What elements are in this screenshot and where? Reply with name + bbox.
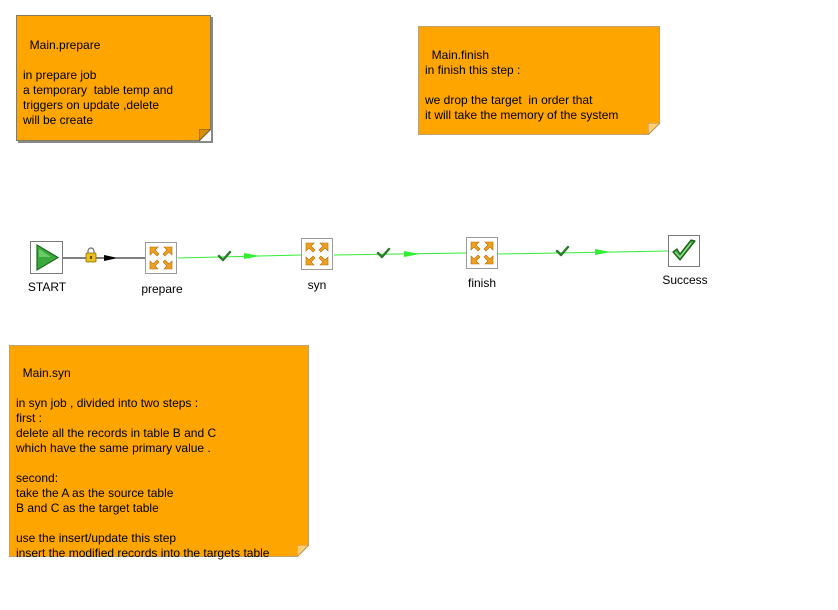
note-main-prepare-text: Main.prepare in prepare job a temporary …: [23, 38, 174, 127]
hop-start-prepare[interactable]: [62, 247, 146, 263]
hop-syn-finish[interactable]: [333, 247, 467, 259]
node-prepare[interactable]: [145, 242, 177, 274]
note-fold-corner: [199, 129, 211, 141]
note-main-prepare[interactable]: Main.prepare in prepare job a temporary …: [16, 15, 211, 141]
node-prepare-label: prepare: [141, 282, 183, 296]
node-syn-label: syn: [307, 278, 327, 292]
note-main-finish-text: Main.finish in finish this step : we dro…: [425, 48, 619, 122]
node-start-label: START: [27, 280, 67, 294]
checkmark-icon: [217, 250, 232, 262]
success-check-icon: [672, 239, 696, 261]
node-finish-label: finish: [467, 276, 496, 290]
hop-finish-success[interactable]: [497, 245, 669, 257]
note-main-syn-text: Main.syn in syn job , divided into two s…: [16, 366, 270, 560]
note-main-syn[interactable]: Main.syn in syn job , divided into two s…: [9, 345, 309, 560]
job-icon: [149, 246, 173, 270]
note-fold-corner: [297, 545, 309, 557]
note-main-finish[interactable]: Main.finish in finish this step : we dro…: [418, 26, 660, 135]
checkmark-icon: [376, 247, 391, 259]
job-icon: [470, 241, 494, 265]
node-finish[interactable]: [466, 237, 498, 269]
checkmark-icon: [555, 245, 570, 257]
lock-icon: [85, 247, 97, 263]
node-syn[interactable]: [301, 238, 333, 270]
play-icon: [36, 243, 60, 272]
node-success-label: Success: [662, 273, 708, 287]
node-success[interactable]: [668, 235, 700, 267]
job-icon: [305, 242, 329, 266]
hop-prepare-syn[interactable]: [177, 250, 302, 262]
note-fold-corner: [648, 123, 660, 135]
node-start[interactable]: [30, 241, 63, 274]
